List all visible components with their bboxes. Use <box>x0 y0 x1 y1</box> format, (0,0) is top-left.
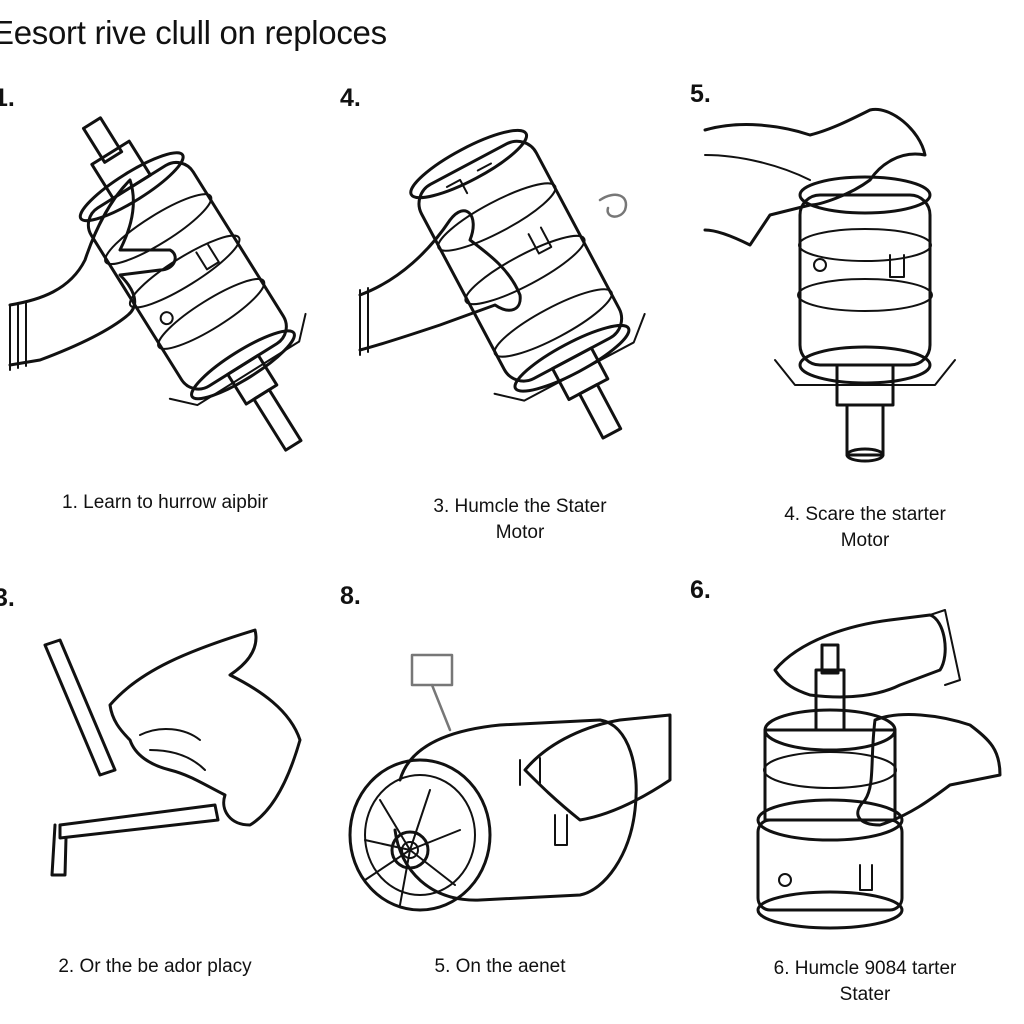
step-caption: 6. Humcle 9084 tarter Stater <box>773 958 957 1005</box>
step-number: 4. <box>340 84 361 112</box>
step-number: 6. <box>690 576 711 604</box>
step-number: 3. <box>0 584 15 612</box>
step-caption: 1. Learn to hurrow aipbir <box>62 492 268 513</box>
starter-motor-upright-illustration <box>756 609 1002 930</box>
step-number: 1. <box>0 84 15 112</box>
step-number: 5. <box>690 80 711 108</box>
starter-motor-in-hand-illustration <box>358 128 646 440</box>
starter-motor-in-hand-illustration <box>703 107 956 463</box>
step-caption: 3. Humcle the Stater Motor <box>433 496 607 543</box>
step-caption: 5. On the aenet <box>434 956 566 977</box>
step-caption: 4. Scare the starter Motor <box>784 504 946 551</box>
step-number: 8. <box>340 582 361 610</box>
hand-with-wrench-illustration <box>43 628 302 877</box>
step-caption: 2. Or the be ador placy <box>58 956 252 977</box>
starter-motor-in-hand-illustration <box>8 116 307 452</box>
page-title: Eesort rive clull on reploces <box>0 14 387 51</box>
starter-motor-armature-illustration <box>348 653 672 912</box>
